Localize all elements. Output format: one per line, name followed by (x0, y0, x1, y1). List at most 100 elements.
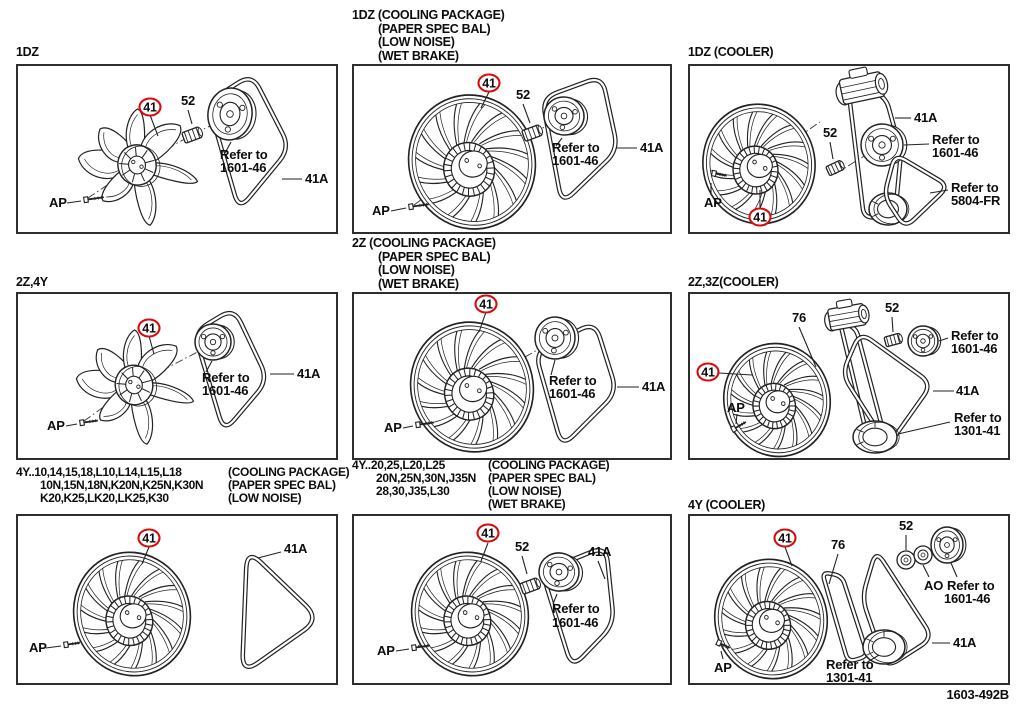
part-label-52: 52 (516, 87, 530, 102)
leader-line (897, 421, 951, 435)
callout-41: 41 (748, 207, 772, 227)
washer-drawing (896, 550, 916, 570)
callout-41-label: 41 (482, 77, 496, 91)
part-label-52: 52 (515, 539, 529, 554)
refer-note: 1601-46 (944, 591, 990, 606)
leader-line (478, 311, 487, 333)
leader-line (735, 413, 738, 425)
callout-41: 41 (137, 528, 161, 548)
pulley-drawing (534, 316, 580, 360)
refer-note: 1301-41 (826, 670, 872, 683)
callout-41: 41 (476, 523, 500, 543)
bolt-drawing (729, 421, 747, 434)
refer-note: Refer to (826, 657, 874, 672)
callout-41: 41 (696, 362, 720, 382)
callout-41: 41 (773, 528, 797, 548)
callout-41-label: 41 (479, 298, 493, 312)
panel-title-4y-large: 4Y..20,25,L20,L25 20N,25N,30N,J35N 28,30… (352, 459, 672, 511)
belt-label-41a: 41A (305, 171, 329, 186)
panel-title-2z-cooling-package: 2Z (COOLING PACKAGE) (PAPER SPEC BAL) (L… (352, 236, 496, 291)
belt-label-41a: 41A (642, 379, 666, 394)
part-label-76: 76 (792, 310, 806, 325)
leader-line (550, 359, 556, 376)
bolt-label-ap: AP (727, 400, 745, 415)
caption-line: (COOLING PACKAGE) (228, 465, 350, 479)
belt-label-41a: 41A (297, 366, 321, 381)
caption-col-right: (COOLING PACKAGE) (PAPER SPEC BAL) (LOW … (228, 465, 350, 505)
caption-line: 20N,25N,30N,J35N (376, 471, 476, 485)
pulley-drawing (543, 96, 589, 136)
caption-line: 4Y (COOLER) (688, 498, 766, 512)
caption-col-left: 4Y..10,14,15,18,L10,L14,L15,L18 10N,15N,… (16, 466, 352, 505)
leader-line (828, 553, 839, 585)
caption-line: 1DZ (16, 45, 39, 59)
tensioner-drawing (181, 126, 204, 144)
leader-line (148, 335, 155, 355)
bolt-drawing (411, 644, 430, 652)
belt-drawing (240, 554, 315, 669)
caption-line: (WET BRAKE) (488, 497, 566, 511)
refer-note: Refer to (954, 410, 1002, 425)
caption-line: 10N,15N,18N,K20N,K25N,K30N (40, 478, 204, 492)
bolt-label-ap: AP (29, 640, 47, 655)
callout-41: 41 (137, 318, 161, 338)
refer-note: 1601-46 (552, 615, 598, 630)
caption-line: 2Z (COOLING PACKAGE) (352, 236, 496, 250)
leader-line (205, 360, 213, 373)
part-label-52: 52 (885, 300, 899, 315)
leader-line (395, 648, 410, 652)
callout-41-label: 41 (142, 322, 156, 336)
bolt-label-ap: AP (47, 418, 65, 433)
panel-title-1dz-cooling-package: 1DZ (COOLING PACKAGE) (PAPER SPEC BAL) (… (352, 8, 505, 63)
caption-line: 2Z,3Z(COOLER) (688, 275, 779, 289)
caption-line: (LOW NOISE) (378, 35, 455, 49)
callout-41: 41 (138, 97, 162, 117)
part-label-76: 76 (831, 537, 845, 552)
refer-note: Refer to (549, 373, 597, 388)
bolt-label-ap: AP (714, 660, 732, 675)
leader-line (865, 654, 880, 664)
panel-title-1dz: 1DZ (16, 45, 39, 60)
fan-drawing (77, 108, 199, 226)
refer-note: 1601-46 (552, 153, 598, 168)
leader-line (187, 109, 193, 125)
belt-drawing (821, 571, 869, 663)
leader-line (597, 560, 606, 580)
caption-line: (PAPER SPEC BAL) (378, 249, 491, 264)
callout-41-label: 41 (143, 101, 157, 115)
refer-note: Refer to (552, 601, 600, 616)
callout-41-label: 41 (481, 527, 495, 541)
belt-label-41a: 41A (953, 635, 977, 650)
fan-drawing (407, 94, 537, 230)
pulley-drawing (907, 325, 942, 357)
fan-drawing (409, 321, 535, 453)
bolt-label-ap: AP (49, 195, 67, 210)
bolt-drawing (79, 419, 98, 427)
caption-line: (COOLING PACKAGE) (488, 458, 610, 472)
leader-line (141, 546, 150, 565)
belt-drawing (542, 77, 618, 200)
refer-note: 5804-FR (951, 193, 1001, 208)
bolt-drawing (408, 202, 429, 211)
pulley-drawing (207, 87, 257, 141)
refer-note: Refer to (552, 140, 600, 155)
leader-line (555, 137, 563, 147)
pulley-drawing (852, 420, 900, 454)
leader-line (65, 423, 78, 427)
bolt-label-ap: AP (372, 203, 390, 218)
washer-drawing (913, 545, 933, 565)
pulley-drawing (930, 526, 967, 564)
caption-col-right: (COOLING PACKAGE) (PAPER SPEC BAL) (LOW … (488, 458, 610, 511)
caption-line: 1DZ (COOLER) (688, 45, 774, 59)
